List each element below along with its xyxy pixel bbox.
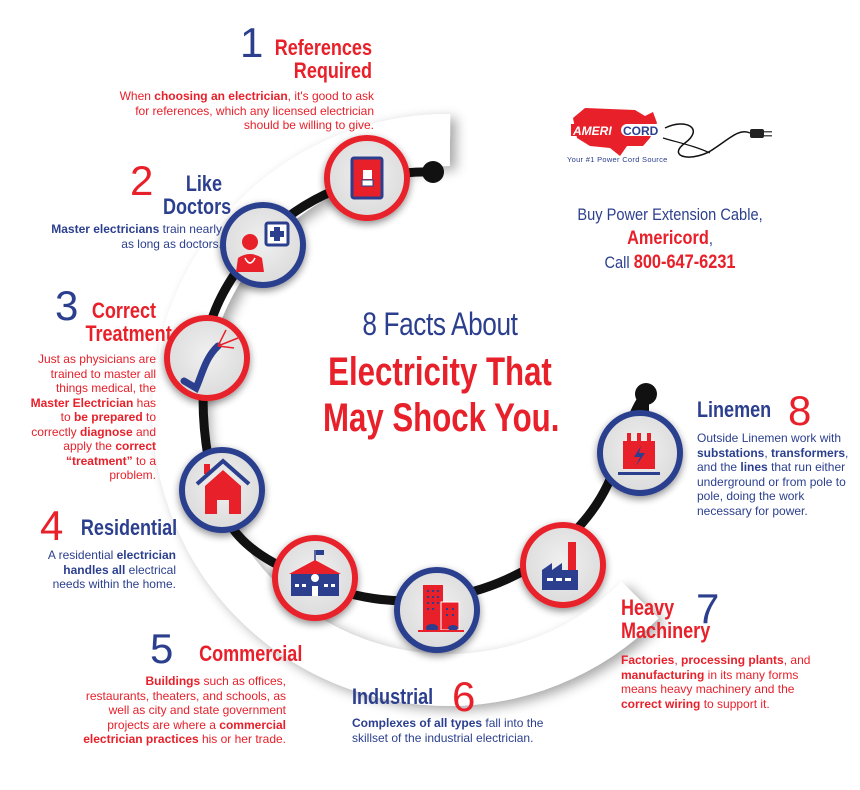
cta-phone-link[interactable]: 800-647-6231 xyxy=(633,252,736,273)
school-building-icon xyxy=(289,550,341,596)
fact-1-number: 1 xyxy=(240,19,264,66)
fact-7-body: Factories, processing plants, and manufa… xyxy=(621,653,811,711)
fact-6-number: 6 xyxy=(452,673,476,720)
fact-2-body: Master electricians train nearly as long… xyxy=(51,222,222,251)
light-switch-icon xyxy=(350,156,384,200)
cta-line1: Buy Power Extension Cable, xyxy=(577,205,763,224)
fact-6-title: Industrial xyxy=(352,684,434,709)
americord-logo[interactable]: AMERI CORD Your #1 Power Cord Source xyxy=(565,98,785,168)
icon-circle-2 xyxy=(220,202,306,288)
fact-4-body: A residential electrician handles all el… xyxy=(47,548,176,591)
svg-text:Your #1 Power Cord Source: Your #1 Power Cord Source xyxy=(567,155,668,164)
usa-map-cord-logo-icon: AMERI CORD Your #1 Power Cord Source xyxy=(567,108,772,164)
fact-5-body: Buildings such as offices, restaurants, … xyxy=(83,674,286,746)
fact-5-number: 5 xyxy=(150,625,174,672)
wire-icon xyxy=(180,329,239,393)
fact-6-body: Complexes of all types fall into the ski… xyxy=(352,716,544,745)
cta-line2: Americord, xyxy=(627,228,713,249)
svg-text:CORD: CORD xyxy=(623,124,659,138)
fact-8-body: Outside Linemen work with substations, t… xyxy=(697,431,849,518)
fact-3-body: Just as physicians are trained to master… xyxy=(30,352,156,482)
cta-line3: Call 800-647-6231 xyxy=(604,252,736,273)
headline: 8 Facts About Electricity That May Shock… xyxy=(290,306,590,441)
cta-brand[interactable]: Americord xyxy=(627,228,709,249)
cta-block: Buy Power Extension Cable, Americord, Ca… xyxy=(540,203,800,275)
doctor-icon xyxy=(236,221,290,272)
headline-line2: Electricity That xyxy=(328,350,552,394)
factory-icon xyxy=(542,542,578,590)
fact-3-title: Correct Treatment xyxy=(85,298,172,347)
fact-2-number: 2 xyxy=(130,157,154,204)
fact-1-title: References Required xyxy=(274,35,372,84)
headline-line3: May Shock You. xyxy=(323,396,560,440)
wire-end-knob-top xyxy=(422,161,444,183)
icon-circle-7 xyxy=(520,522,606,608)
fact-1-body: When choosing an electrician, it's good … xyxy=(119,89,374,132)
svg-text:AMERI: AMERI xyxy=(572,124,612,138)
office-towers-icon xyxy=(418,585,464,632)
fact-7-number: 7 xyxy=(696,585,720,632)
transformer-icon xyxy=(618,433,660,475)
fact-4-title: Residential xyxy=(80,515,178,540)
fact-8-number: 8 xyxy=(788,387,812,434)
fact-5-title: Commercial xyxy=(199,641,303,666)
headline-line1: 8 Facts About xyxy=(362,306,518,342)
fact-3-number: 3 xyxy=(55,282,79,329)
fact-7-title: Heavy Machinery xyxy=(621,595,711,644)
fact-4-number: 4 xyxy=(40,502,64,549)
house-icon xyxy=(195,458,251,514)
fact-2-title: Like Doctors xyxy=(162,171,232,220)
fact-8-title: Linemen xyxy=(697,397,772,422)
